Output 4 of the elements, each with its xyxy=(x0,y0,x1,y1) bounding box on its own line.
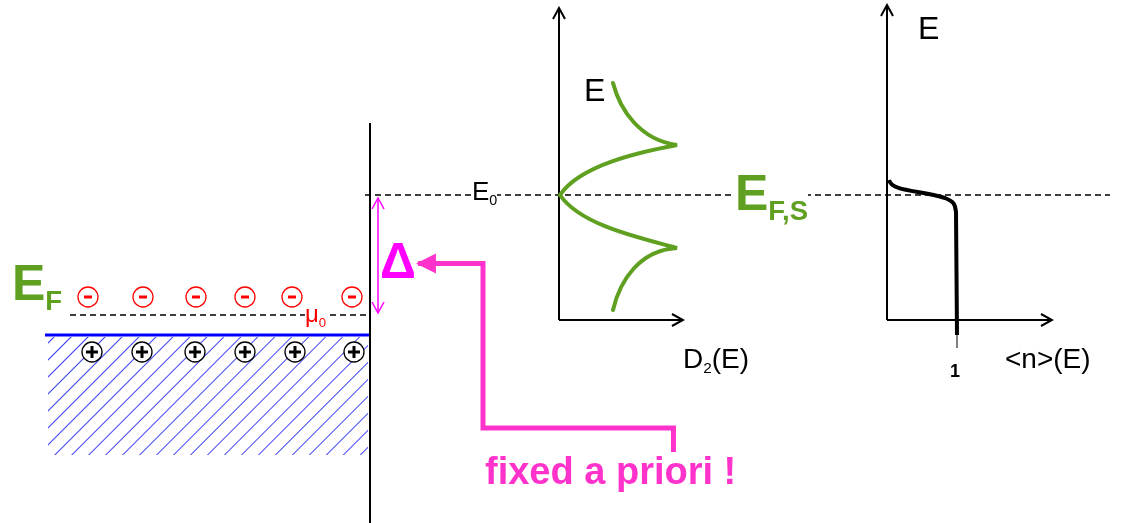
arrow xyxy=(415,253,676,452)
tick-label: 1 xyxy=(950,362,960,380)
axis-label: <n>(E) xyxy=(1005,345,1091,373)
axis-label: D$_{2}$(E) xyxy=(683,345,750,376)
